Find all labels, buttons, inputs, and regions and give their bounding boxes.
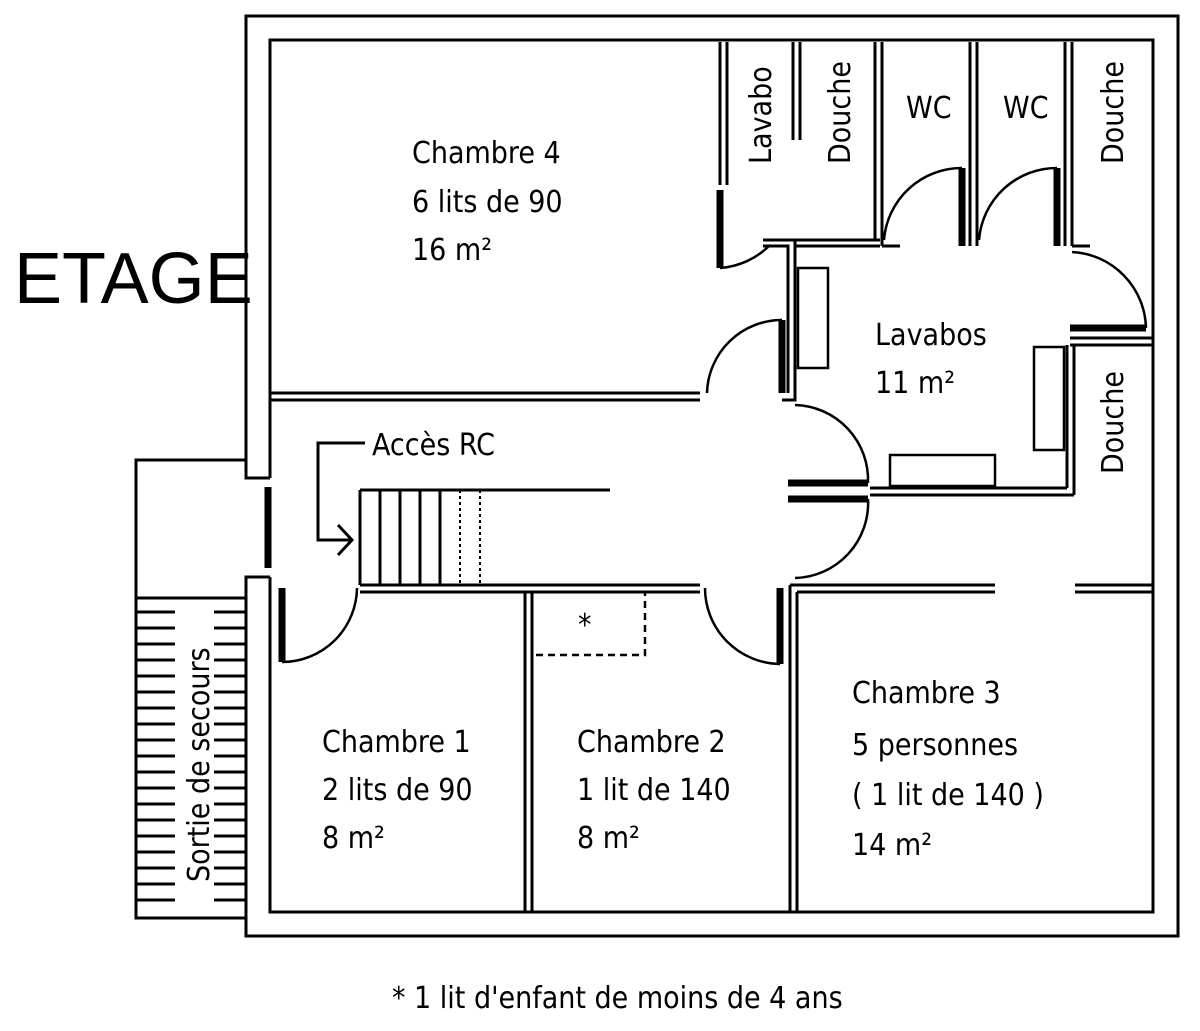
bedroom-walls <box>360 583 1153 912</box>
chambre1-area: 8 m² <box>322 821 385 856</box>
douche-label-top: Douche <box>823 61 858 164</box>
chambre3-area: 14 m² <box>852 828 932 863</box>
footnote: * 1 lit d'enfant de moins de 4 ans <box>392 981 843 1016</box>
wc-walls <box>882 42 1090 248</box>
chambre1-name: Chambre 1 <box>322 725 471 760</box>
wc-left-label: WC <box>906 91 952 126</box>
child-bed-marker: * <box>578 608 592 643</box>
chambre3-beds: ( 1 lit de 140 ) <box>852 778 1044 813</box>
chambre3-name: Chambre 3 <box>852 676 1001 711</box>
lavabo-label: Lavabo <box>744 66 779 164</box>
chambre2-area: 8 m² <box>577 821 640 856</box>
lavabos-name: Lavabos <box>875 318 987 353</box>
wc-right-label: WC <box>1003 91 1049 126</box>
chambre2-name: Chambre 2 <box>577 725 726 760</box>
access-label: Accès RC <box>372 428 495 463</box>
sinks <box>796 266 1066 488</box>
doors <box>278 166 1148 666</box>
emergency-exit-label: Sortie de secours <box>182 647 217 882</box>
chambre4-area: 16 m² <box>412 233 492 268</box>
lavabos-area: 11 m² <box>875 366 955 401</box>
chambre4-name: Chambre 4 <box>412 136 561 171</box>
emergency-stairs <box>134 458 246 920</box>
douche-label-right-top: Douche <box>1096 61 1131 164</box>
lavabos-walls <box>793 250 1153 497</box>
chambre4-walls <box>270 42 884 402</box>
outer-walls <box>244 14 1180 938</box>
chambre2-beds: 1 lit de 140 <box>577 773 731 808</box>
hall-double-door <box>788 403 870 580</box>
floor-title: ETAGE <box>14 239 253 319</box>
douche-label-right: Douche <box>1096 371 1131 474</box>
child-bed <box>536 592 647 657</box>
chambre3-people: 5 personnes <box>852 728 1018 763</box>
chambre1-beds: 2 lits de 90 <box>322 773 473 808</box>
chambre4-beds: 6 lits de 90 <box>412 185 563 220</box>
staircase <box>316 441 610 585</box>
